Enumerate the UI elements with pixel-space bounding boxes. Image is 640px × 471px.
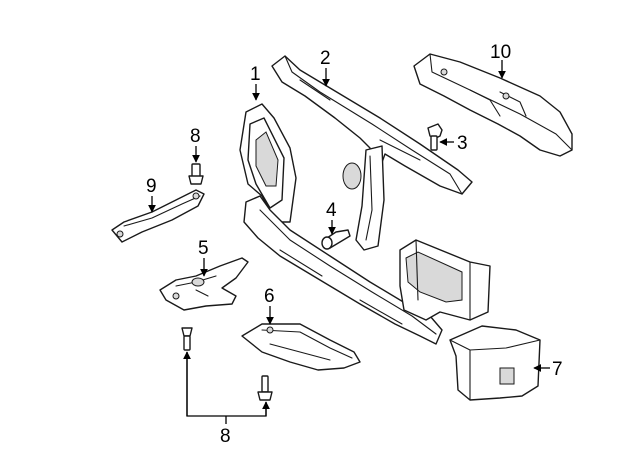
callout-5: 5 [198, 238, 209, 259]
callout-1: 1 [250, 64, 261, 85]
callout-2: 2 [320, 48, 331, 69]
bolt-upper-part [188, 163, 204, 185]
callout-8-upper: 8 [190, 126, 201, 147]
bolt-lower-left-part [181, 327, 193, 351]
callout-6: 6 [264, 286, 275, 307]
leader-lines [148, 60, 550, 424]
lower-bracket-part [159, 257, 249, 311]
radiator-support-frame-part [239, 103, 491, 345]
callout-8-lower: 8 [220, 426, 231, 447]
callout-3: 3 [457, 133, 468, 154]
upper-tie-bar-part [271, 55, 473, 251]
bolt-4-part [321, 229, 351, 250]
air-deflector-part [449, 325, 541, 401]
callout-9: 9 [146, 176, 157, 197]
callout-10: 10 [490, 42, 511, 63]
bolt-lower-right-part [257, 375, 273, 401]
bolt-3-part [427, 123, 443, 151]
callout-7: 7 [552, 359, 563, 380]
splash-shield-part [241, 323, 361, 371]
callout-4: 4 [326, 200, 337, 221]
side-bracket-part [111, 189, 205, 243]
top-cover-part [413, 53, 573, 157]
